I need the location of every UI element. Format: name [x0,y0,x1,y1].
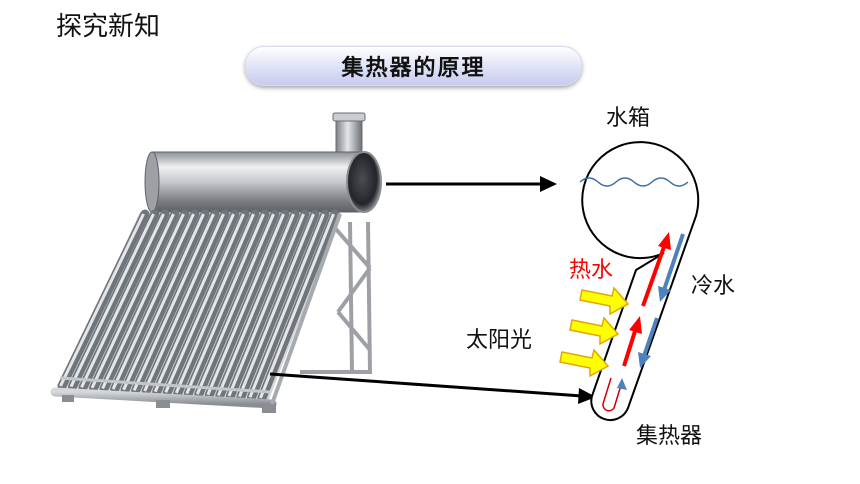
tube-highlight [59,213,145,387]
tube-highlight [132,213,215,392]
support-frame [300,221,372,374]
inner-u-tube [602,377,623,412]
tank-outline [581,141,700,422]
vent-pipe [332,112,366,155]
cold-water-arrows [638,233,685,368]
tube-highlight [185,213,265,395]
pointer-arrow-tank [386,176,557,192]
label-cold-water: 冷水 [691,274,736,299]
tube-highlight [90,213,175,389]
sunlight-arrows [559,286,630,378]
tube-highlight [164,213,245,393]
tube-highlight [174,213,255,394]
tube-highlight [238,213,315,398]
hot-water-arrows [622,232,671,367]
tube-highlight [111,213,195,390]
tube-highlight [143,213,225,392]
tube-highlight [101,213,185,390]
tube-highlight [248,213,325,398]
tube-highlight [122,213,205,391]
label-collector: 集热器 [636,424,703,449]
label-sunlight: 太阳光 [466,328,533,353]
label-hot-water: 热水 [569,258,614,283]
tube-panel [50,209,342,413]
tube-highlight [227,213,305,397]
tube-highlight [206,213,285,396]
inner-u-arrowhead [617,378,627,390]
tube-highlight [217,213,295,397]
tube-highlight [153,213,235,393]
tube-highlight [195,213,275,395]
water-surface-line [579,177,689,187]
tube-highlight [259,213,335,399]
sun-arrow-1 [579,286,630,316]
pointer-arrow-collector [269,372,596,404]
banner-title: 集热器的原理 [245,46,582,86]
sun-arrow-3 [559,348,610,378]
tube-highlight [80,213,165,388]
banner-title-text: 集热器的原理 [341,55,486,81]
storage-tank [144,151,382,213]
tube-highlight [69,213,155,388]
sun-arrow-2 [569,316,620,346]
label-water-tank: 水箱 [606,106,651,131]
section-title: 探究新知 [56,12,161,42]
collector-schematic [559,141,700,422]
solar-heater-illustration [50,112,382,413]
tube-group [57,209,340,403]
